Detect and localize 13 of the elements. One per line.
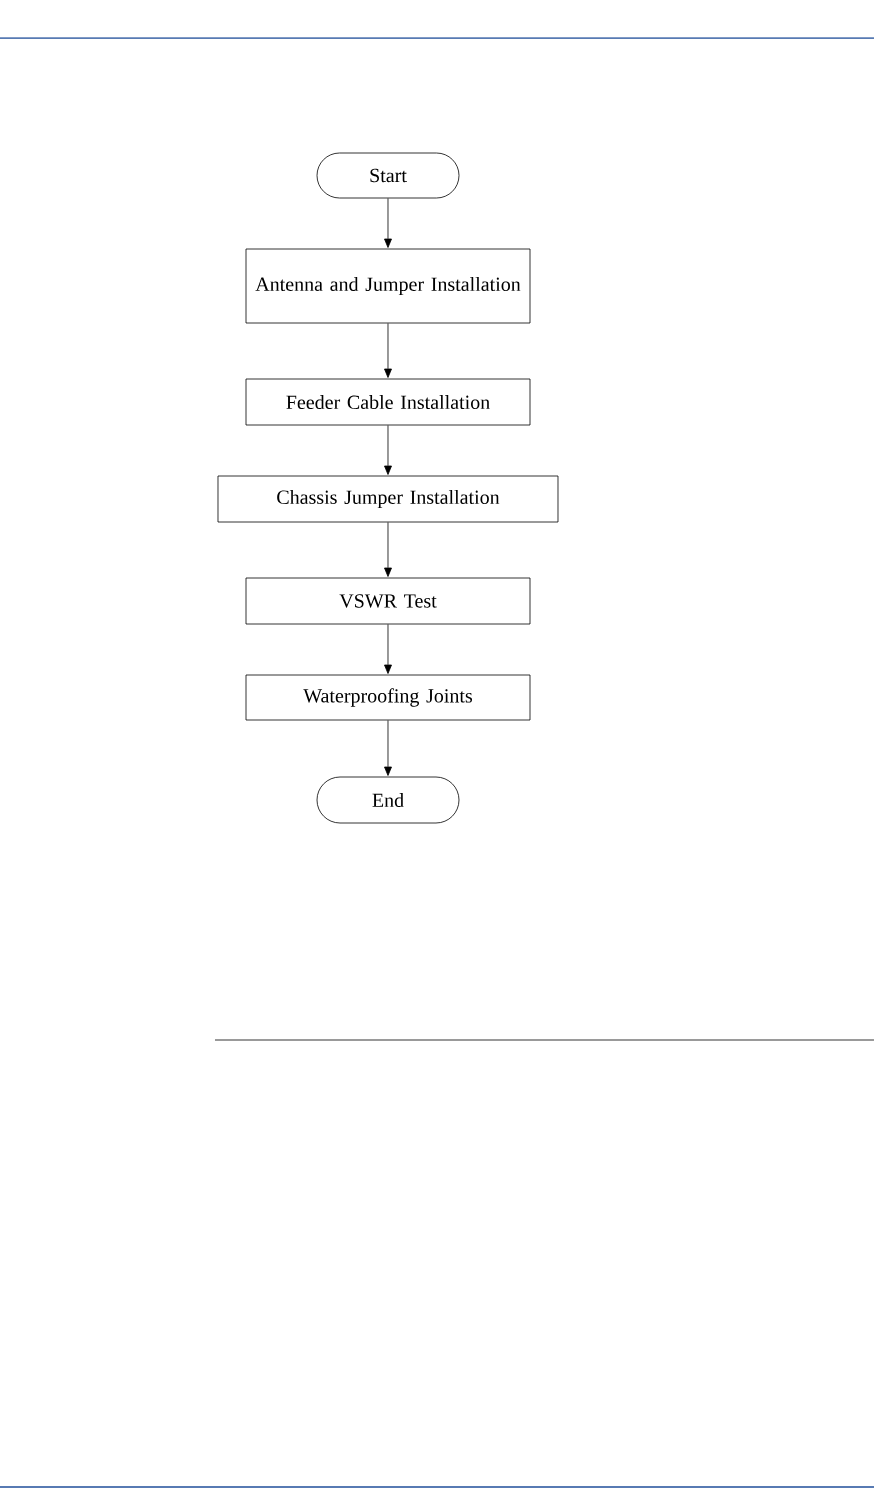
process-box: Antenna and Jumper Installation (245, 248, 531, 324)
terminal-box: Start (316, 152, 460, 199)
process-box: Chassis Jumper Installation (217, 475, 559, 523)
process-box: Feeder Cable Installation (245, 378, 531, 426)
arrow (384, 323, 392, 378)
terminal-box: End (316, 776, 460, 824)
arrow (384, 425, 392, 475)
arrow (384, 522, 392, 577)
arrow (384, 198, 392, 248)
process-box: VSWR Test (245, 577, 531, 625)
arrow (384, 624, 392, 674)
process-box: Waterproofing Joints (245, 674, 531, 721)
arrow (384, 720, 392, 776)
